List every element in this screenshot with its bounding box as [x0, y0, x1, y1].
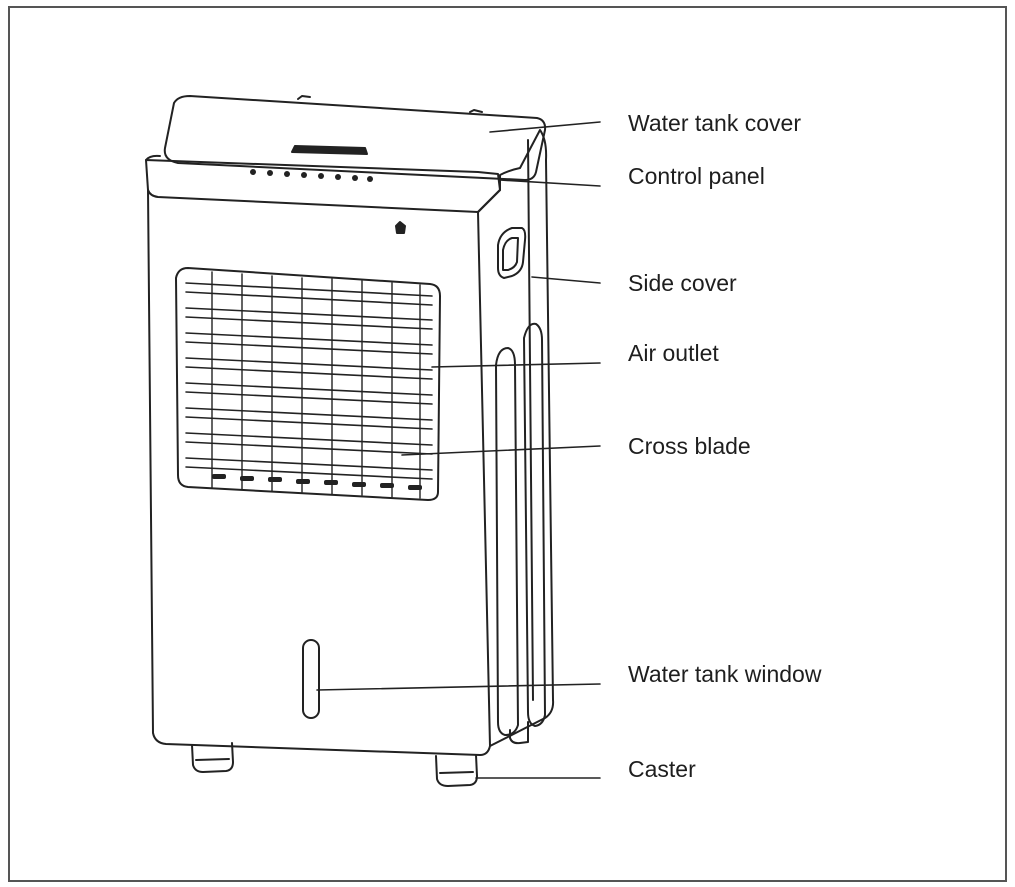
leader-side-cover — [532, 277, 600, 283]
label-side-cover: Side cover — [628, 272, 737, 295]
water-tank-window-part — [303, 640, 319, 718]
air-outlet-part — [176, 268, 440, 500]
leader-water-tank-window — [317, 684, 600, 690]
leader-control-panel — [500, 180, 600, 186]
label-water-tank-cover: Water tank cover — [628, 112, 801, 135]
label-cross-blade: Cross blade — [628, 435, 751, 458]
label-air-outlet: Air outlet — [628, 342, 719, 365]
leader-cross-blade — [402, 446, 600, 455]
side-cover-part — [490, 130, 553, 746]
label-water-tank-window: Water tank window — [628, 663, 821, 686]
cross-blade-horizontals — [186, 283, 432, 479]
label-caster: Caster — [628, 758, 696, 781]
front-body-part — [148, 190, 500, 755]
label-control-panel: Control panel — [628, 165, 765, 188]
